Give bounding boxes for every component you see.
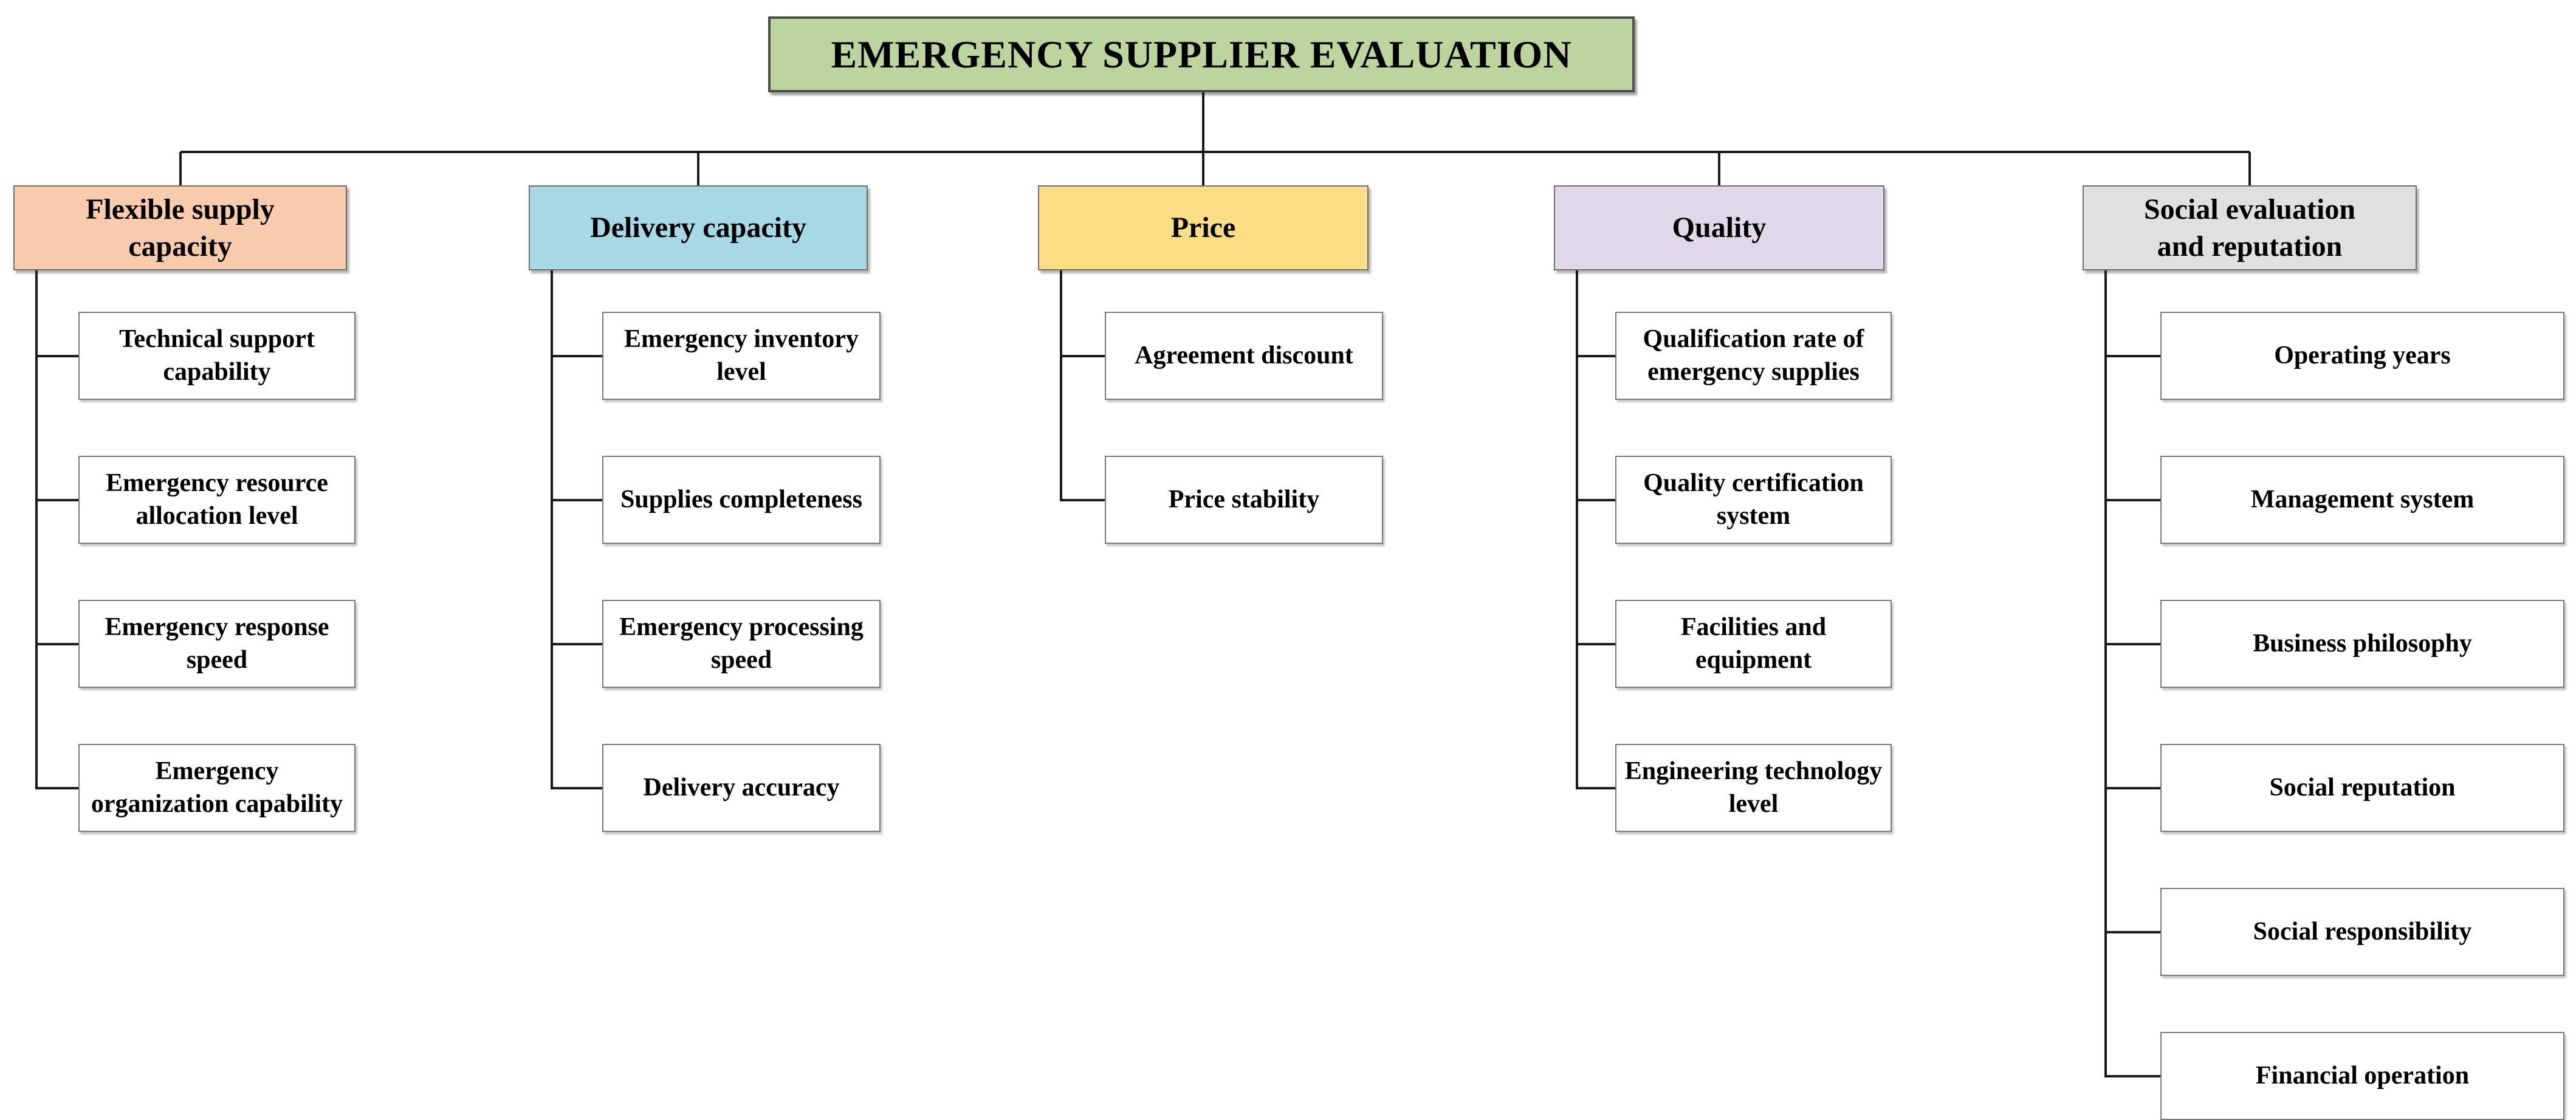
- criterion-node-emergency-inventory-level: Emergency inventory level: [602, 312, 881, 400]
- connector-line: [1576, 786, 1615, 789]
- connector-line: [35, 270, 38, 788]
- category-node-quality: Quality: [1554, 185, 1884, 270]
- connector-line: [35, 354, 78, 357]
- connector-line: [551, 642, 602, 645]
- connector-line: [551, 786, 602, 789]
- criterion-node-agreement-discount: Agreement discount: [1105, 312, 1383, 400]
- root-node: EMERGENCY SUPPLIER EVALUATION: [768, 16, 1635, 92]
- criterion-node-emergency-processing-speed: Emergency processing speed: [602, 600, 881, 688]
- criterion-node-price-stability: Price stability: [1105, 456, 1383, 544]
- criterion-node-emergency-response-speed: Emergency response speed: [78, 600, 355, 688]
- criterion-node-emergency-resource-allocation-level: Emergency resource allocation level: [78, 456, 355, 544]
- connector-line: [180, 151, 2250, 153]
- connector-line: [1576, 354, 1615, 357]
- connector-line: [2104, 786, 2160, 789]
- connector-line: [1202, 92, 1204, 185]
- criterion-node-technical-support-capability: Technical support capability: [78, 312, 355, 400]
- category-node-delivery-capacity: Delivery capacity: [529, 185, 868, 270]
- connector-line: [2104, 642, 2160, 645]
- criterion-node-management-system: Management system: [2160, 456, 2564, 544]
- criterion-node-delivery-accuracy: Delivery accuracy: [602, 744, 881, 832]
- connector-line: [1576, 642, 1615, 645]
- criterion-node-financial-operation: Financial operation: [2160, 1032, 2564, 1120]
- connector-line: [2104, 270, 2107, 1076]
- criterion-node-quality-certification-system: Quality certification system: [1615, 456, 1892, 544]
- criterion-node-facilities-and-equipment: Facilities and equipment: [1615, 600, 1892, 688]
- connector-line: [179, 152, 182, 185]
- connector-line: [551, 354, 602, 357]
- category-node-flexible-supply-capacity: Flexible supply capacity: [13, 185, 347, 270]
- criterion-node-business-philosophy: Business philosophy: [2160, 600, 2564, 688]
- criterion-node-operating-years: Operating years: [2160, 312, 2564, 400]
- connector-line: [551, 270, 553, 788]
- criterion-node-supplies-completeness: Supplies completeness: [602, 456, 881, 544]
- criterion-node-qualification-rate-of-emergency-supplies: Qualification rate of emergency supplies: [1615, 312, 1892, 400]
- connector-line: [1060, 270, 1062, 500]
- connector-line: [35, 642, 78, 645]
- connector-line: [2104, 498, 2160, 501]
- connector-line: [1576, 498, 1615, 501]
- connector-line: [1060, 498, 1105, 501]
- criterion-node-emergency-organization-capability: Emergency organization capability: [78, 744, 355, 832]
- connector-line: [2104, 930, 2160, 933]
- connector-line: [697, 152, 699, 185]
- category-node-social-evaluation-and-reputation: Social evaluation and reputation: [2083, 185, 2417, 270]
- criterion-node-social-reputation: Social reputation: [2160, 744, 2564, 832]
- connector-line: [35, 786, 78, 789]
- connector-line: [1576, 270, 1578, 788]
- connector-line: [551, 498, 602, 501]
- criterion-node-engineering-technology-level: Engineering technology level: [1615, 744, 1892, 832]
- connector-line: [35, 498, 78, 501]
- category-node-price: Price: [1038, 185, 1369, 270]
- connector-line: [2248, 152, 2251, 185]
- connector-line: [1718, 152, 1720, 185]
- connector-line: [1060, 354, 1105, 357]
- connector-line: [2104, 354, 2160, 357]
- criterion-node-social-responsibility: Social responsibility: [2160, 888, 2564, 976]
- connector-line: [2104, 1074, 2160, 1077]
